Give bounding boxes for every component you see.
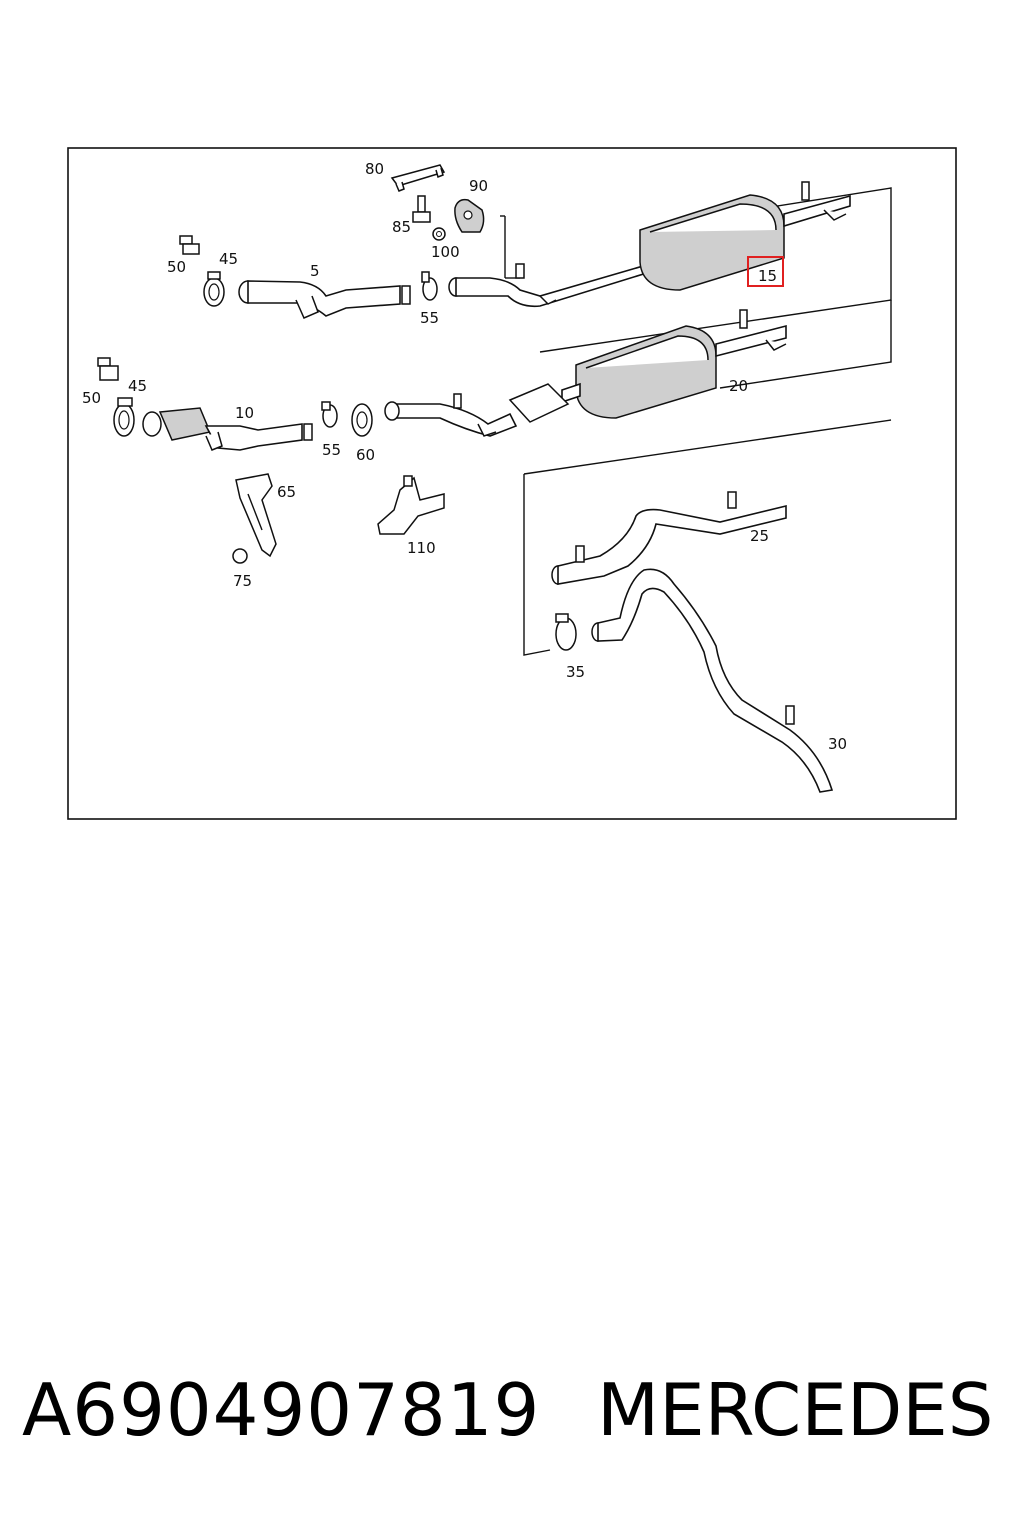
middle-silencer-15 [448,181,851,308]
tail-pipe-30 [591,568,834,793]
tail-pipe-25 [551,491,787,585]
clamp-55-lower [321,401,338,428]
nut-75 [232,548,248,564]
bolt-85 [412,195,431,223]
nut-100 [432,227,446,241]
label-part-35: 35 [566,663,585,681]
clamp-45-lower [113,397,135,437]
rear-assembly-20 [384,309,787,437]
label-part-25: 25 [750,527,769,545]
bolt-50-upper [179,235,200,255]
bolt-50-lower [97,357,119,381]
label-part-45-upper: 45 [219,250,238,268]
label-part-55-upper: 55 [420,309,439,327]
label-part-110: 110 [407,539,436,557]
label-part-90: 90 [469,177,488,195]
label-part-85: 85 [392,218,411,236]
label-part-5: 5 [310,262,320,280]
clamp-45-upper [203,271,225,307]
label-part-75: 75 [233,572,252,590]
highlight-box-15 [747,256,784,287]
label-part-20: 20 [729,377,748,395]
rubber-hanger-90 [454,198,485,233]
diagram-frame [67,147,957,820]
brand-name: MERCEDES [597,1368,994,1452]
bracket-80 [390,164,446,192]
label-part-80: 80 [365,160,384,178]
label-part-50-upper: 50 [167,258,186,276]
label-part-100: 100 [431,243,460,261]
upper-assembly-frame [500,187,892,389]
label-part-45-lower: 45 [128,377,147,395]
label-part-50-lower: 50 [82,389,101,407]
tailpipe-frame [523,419,892,656]
label-part-55-lower: 55 [322,441,341,459]
footer: A6904907819 MERCEDES [0,1368,1024,1468]
label-part-10: 10 [235,404,254,422]
clamp-35 [555,613,577,651]
front-pipe-10 [142,407,313,451]
label-part-60: 60 [356,446,375,464]
clamp-55-upper [421,271,438,301]
label-part-15: 15 [758,267,777,285]
gasket-60 [351,403,373,437]
hanger-bracket-110 [377,475,445,535]
part-number: A6904907819 [22,1368,541,1452]
support-bracket-65 [235,473,277,558]
label-part-30: 30 [828,735,847,753]
front-pipe-5 [238,280,411,319]
label-part-65: 65 [277,483,296,501]
